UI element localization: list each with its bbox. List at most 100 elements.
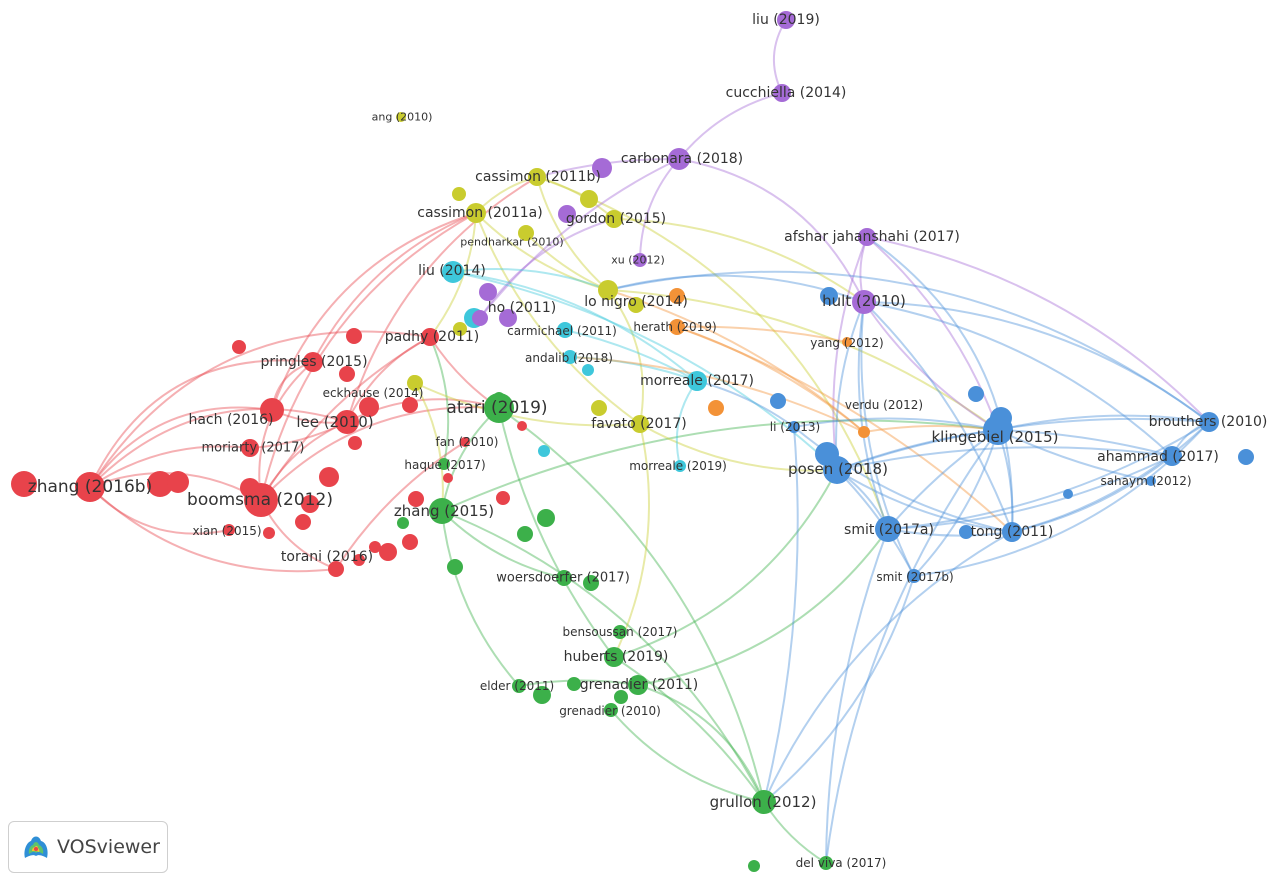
node-bubble-bensoussan2017[interactable] — [613, 625, 627, 639]
node-bubble-hach2016[interactable] — [260, 398, 284, 422]
node-bubble-haque2017[interactable] — [438, 458, 450, 470]
node-bubble-unlabelled[interactable] — [517, 526, 533, 542]
node-bubble-unlabelled[interactable] — [538, 445, 550, 457]
node-bubble-unlabelled[interactable] — [379, 543, 397, 561]
node-bubble-verdu2012[interactable] — [858, 426, 870, 438]
node-bubble-andalib2018[interactable] — [563, 350, 577, 364]
node-label-andalib2018[interactable]: andalib (2018) — [525, 351, 613, 365]
node-bubble-ahammad2017[interactable] — [1162, 446, 1182, 466]
node-bubble-yang2012[interactable] — [842, 337, 852, 347]
node-label-li2013[interactable]: li (2013) — [770, 420, 820, 434]
node-bubble-unlabelled[interactable] — [263, 527, 275, 539]
node-label-pendharkar2010[interactable]: pendharkar (2010) — [460, 236, 563, 249]
node-bubble-brouthers2010[interactable] — [1199, 412, 1219, 432]
node-bubble-gordon2015[interactable] — [605, 210, 623, 228]
node-bubble-moriarty2017[interactable] — [241, 439, 259, 457]
node-bubble-smit2017a[interactable] — [875, 516, 901, 542]
node-label-posen2018[interactable]: posen (2018) — [788, 460, 888, 478]
node-bubble-unlabelled[interactable] — [968, 386, 984, 402]
node-label-grenadier2011[interactable]: grenadier (2011) — [580, 677, 699, 693]
node-label-grenadier2010[interactable]: grenadier (2010) — [559, 704, 661, 718]
node-bubble-grenadier2011[interactable] — [628, 675, 648, 695]
node-bubble-hult2010[interactable] — [852, 290, 876, 314]
node-label-lonigro2014[interactable]: lo nigro (2014) — [584, 294, 688, 310]
node-bubble-liu2019[interactable] — [777, 11, 795, 29]
node-label-tong2011[interactable]: tong (2011) — [971, 524, 1054, 540]
node-label-carmichael2011[interactable]: carmichael (2011) — [507, 324, 617, 338]
node-bubble-unlabelled[interactable] — [820, 287, 838, 305]
node-label-zhang2016b[interactable]: zhang (2016b) — [28, 477, 152, 497]
node-label-delviva2017[interactable]: del viva (2017) — [796, 856, 887, 870]
node-bubble-cucchiella2014[interactable] — [773, 84, 791, 102]
node-bubble-sahaym2012[interactable] — [1146, 476, 1156, 486]
node-bubble-unlabelled[interactable] — [496, 491, 510, 505]
node-bubble-xian2015[interactable] — [223, 524, 235, 536]
node-bubble-unlabelled[interactable] — [748, 860, 760, 872]
node-bubble-unlabelled[interactable] — [558, 205, 576, 223]
node-bubble-liu2014[interactable] — [442, 261, 464, 283]
node-bubble-unlabelled[interactable] — [348, 436, 362, 450]
node-label-atari2019[interactable]: atari (2019) — [446, 398, 547, 418]
node-label-boomsma2012[interactable]: boomsma (2012) — [187, 490, 333, 510]
node-label-lee2010[interactable]: lee (2010) — [296, 413, 373, 431]
node-bubble-eckhause2014[interactable] — [407, 375, 423, 391]
node-label-huberts2019[interactable]: huberts (2019) — [564, 649, 669, 665]
node-label-carbonara2018[interactable]: carbonara (2018) — [621, 151, 743, 167]
node-bubble-afshar2017[interactable] — [858, 228, 876, 246]
node-bubble-favato2017[interactable] — [631, 415, 649, 433]
node-bubble-cassimon2011a[interactable] — [466, 203, 486, 223]
node-label-cucchiella2014[interactable]: cucchiella (2014) — [726, 85, 847, 101]
node-label-bensoussan2017[interactable]: bensoussan (2017) — [563, 625, 678, 639]
node-bubble-grenadier2010[interactable] — [604, 703, 618, 717]
node-bubble-unlabelled[interactable] — [567, 677, 581, 691]
node-bubble-unlabelled[interactable] — [443, 473, 453, 483]
node-bubble-torani2016[interactable] — [328, 561, 344, 577]
node-label-eckhause2014[interactable]: eckhause (2014) — [323, 386, 424, 400]
node-label-xu2012[interactable]: xu (2012) — [611, 254, 665, 267]
node-bubble-unlabelled[interactable] — [369, 541, 381, 553]
node-bubble-unlabelled[interactable] — [770, 393, 786, 409]
node-bubble-unlabelled[interactable] — [295, 514, 311, 530]
node-bubble-lonigro2014[interactable] — [598, 280, 618, 300]
node-label-torani2016[interactable]: torani (2016) — [281, 549, 373, 565]
node-bubble-delviva2017[interactable] — [819, 856, 833, 870]
node-label-zhang2015[interactable]: zhang (2015) — [394, 502, 494, 520]
node-bubble-unlabelled[interactable] — [232, 340, 246, 354]
node-bubble-herath2019[interactable] — [669, 319, 685, 335]
node-label-smit2017b[interactable]: smit (2017b) — [876, 570, 953, 584]
node-bubble-unlabelled[interactable] — [591, 400, 607, 416]
node-label-ang2010[interactable]: ang (2010) — [372, 111, 433, 124]
node-label-grullon2012[interactable]: grullon (2012) — [710, 793, 817, 811]
node-bubble-unlabelled[interactable] — [346, 328, 362, 344]
node-bubble-smit2017b[interactable] — [907, 569, 921, 583]
node-bubble-klingebiel2015[interactable] — [983, 415, 1013, 445]
node-label-woersdoerfer2017[interactable]: woersdoerfer (2017) — [496, 571, 630, 586]
node-bubble-li2013[interactable] — [788, 421, 800, 433]
vosviewer-badge[interactable]: VOSviewer — [8, 821, 168, 873]
node-label-fan2010[interactable]: fan (2010) — [436, 435, 499, 449]
node-bubble-elder2011[interactable] — [512, 679, 526, 693]
node-label-morreale2019[interactable]: morreale (2019) — [629, 459, 727, 473]
node-bubble-unlabelled[interactable] — [408, 491, 424, 507]
node-bubble-xu2012[interactable] — [633, 253, 647, 267]
node-bubble-unlabelled[interactable] — [11, 471, 37, 497]
node-bubble-unlabelled[interactable] — [147, 471, 173, 497]
node-bubble-unlabelled[interactable] — [1063, 489, 1073, 499]
node-bubble-morreale2017[interactable] — [687, 371, 707, 391]
node-bubble-unlabelled[interactable] — [1238, 449, 1254, 465]
node-label-ahammad2017[interactable]: ahammad (2017) — [1097, 449, 1219, 465]
node-label-hult2010[interactable]: hult (2010) — [822, 292, 906, 310]
node-bubble-boomsma2012[interactable] — [244, 483, 278, 517]
node-bubble-ang2010[interactable] — [396, 112, 406, 122]
node-bubble-tong2011[interactable] — [1002, 522, 1022, 542]
node-bubble-unlabelled[interactable] — [708, 400, 724, 416]
node-label-haque2017[interactable]: haque (2017) — [404, 458, 485, 472]
node-bubble-unlabelled[interactable] — [517, 421, 527, 431]
node-bubble-zhang2015[interactable] — [429, 498, 455, 524]
node-bubble-unlabelled[interactable] — [397, 517, 409, 529]
node-bubble-unlabelled[interactable] — [537, 509, 555, 527]
node-label-yang2012[interactable]: yang (2012) — [810, 336, 883, 350]
node-label-verdu2012[interactable]: verdu (2012) — [845, 398, 923, 412]
node-bubble-carbonara2018[interactable] — [668, 148, 690, 170]
node-bubble-unlabelled[interactable] — [453, 322, 467, 336]
